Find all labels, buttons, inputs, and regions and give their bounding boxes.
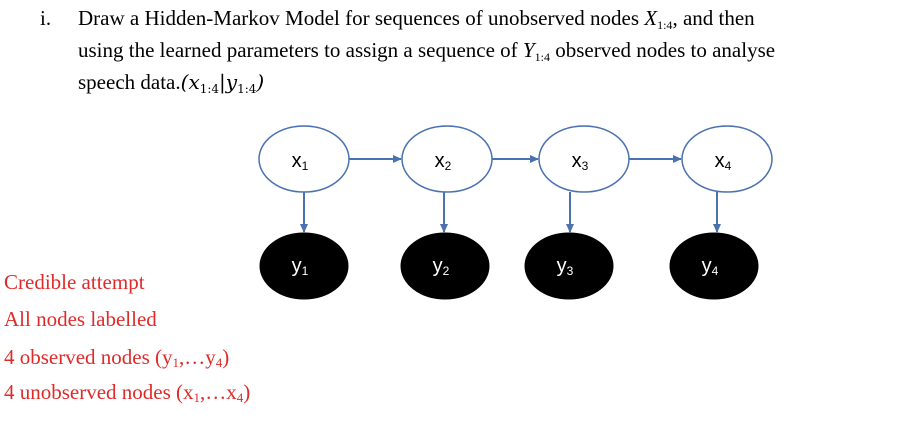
observed-node-label: y2 (433, 255, 450, 278)
hidden-node-label: x2 (435, 150, 452, 173)
observed-node-label: y1 (292, 255, 309, 278)
observed-node-shape (524, 232, 614, 300)
observed-node-shape (669, 232, 759, 300)
question-number: i. (40, 6, 52, 30)
observed-node-label: y4 (702, 255, 719, 278)
var-X: X (644, 6, 658, 30)
hidden-node-shape (401, 125, 493, 193)
observed-node-shape (400, 232, 490, 300)
observed-node-y2: y2 (400, 232, 490, 300)
hidden-node-label: x4 (715, 150, 732, 173)
nodes: x1 x2 x3 x4 y1 y2 y3 y4 (258, 125, 773, 300)
hidden-node-x4: x4 (681, 125, 773, 193)
hidden-node-x1: x1 (258, 125, 350, 193)
hidden-node-label: x1 (292, 150, 309, 173)
var-Y: Y (522, 38, 535, 62)
hidden-node-shape (681, 125, 773, 193)
observed-node-y3: y3 (524, 232, 614, 300)
marking-line-3: 4 observed nodes (y1,…y4) (4, 345, 230, 370)
edges (300, 155, 721, 233)
marking-line-4: 4 unobserved nodes (x1,…x4) (4, 380, 251, 405)
observed-node-y4: y4 (669, 232, 759, 300)
question-line-2: using the learned parameters to assign a… (78, 38, 776, 64)
observed-node-label: y3 (557, 255, 574, 278)
observed-node-y1: y1 (259, 232, 349, 300)
hidden-node-x2: x2 (401, 125, 493, 193)
observed-node-shape (259, 232, 349, 300)
hidden-node-x3: x3 (538, 125, 630, 193)
marking-line-2: All nodes labelled (4, 307, 157, 331)
question-line-3: speech data.(x1:4|y1:4) (78, 70, 265, 96)
hidden-node-shape (538, 125, 630, 193)
conditional-expression: (x1:4|y1:4) (180, 70, 265, 96)
marking-line-1: Credible attempt (4, 270, 145, 294)
hidden-node-label: x3 (572, 150, 589, 173)
question-line-1: Draw a Hidden-Markov Model for sequences… (78, 6, 755, 32)
hidden-node-shape (258, 125, 350, 193)
question-text: Draw a Hidden-Markov Model for sequences… (78, 6, 924, 102)
